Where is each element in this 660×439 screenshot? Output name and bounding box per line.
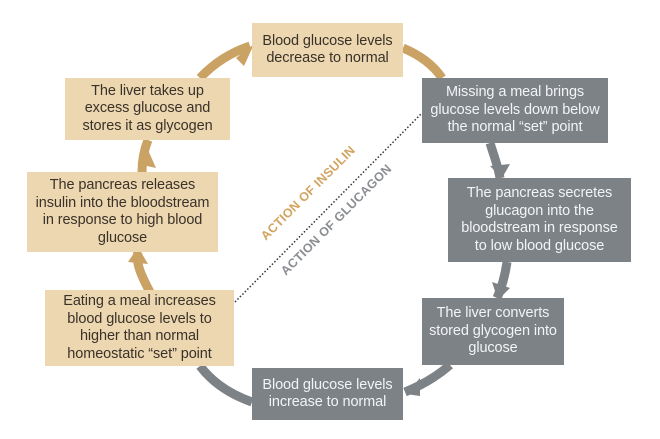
insulin-arrowhead xyxy=(128,247,148,264)
step-liver-converts-glycogen: The liver converts stored glycogen into … xyxy=(422,298,564,365)
insulin-arrowhead xyxy=(236,44,254,66)
step-glucose-increase: Blood glucose levels increase to normal xyxy=(252,368,403,420)
step-pancreas-secretes-glucagon: The pancreas secretes glucagon into the … xyxy=(448,178,631,262)
step-meal-increases: Eating a meal increases blood glucose le… xyxy=(45,290,234,366)
glucagon-arrowhead xyxy=(490,164,510,178)
insulin-arc xyxy=(401,43,446,81)
insulin-arrowhead xyxy=(138,150,156,168)
divider-dotted-line xyxy=(234,112,423,303)
step-liver-stores-glycogen: The liver takes up excess glucose and st… xyxy=(65,78,230,140)
insulin-arc xyxy=(137,138,153,173)
glucagon-arc xyxy=(196,363,254,407)
step-glucose-decrease: Blood glucose levels decrease to normal xyxy=(252,23,403,77)
step-pancreas-releases-insulin: The pancreas releases insulin into the b… xyxy=(27,172,218,252)
glucagon-arrowhead xyxy=(492,282,510,300)
insulin-arc xyxy=(196,41,252,82)
step-missing-meal: Missing a meal brings glucose levels dow… xyxy=(422,78,608,143)
glucagon-arrowhead xyxy=(406,378,420,396)
glucagon-arc xyxy=(403,361,453,397)
